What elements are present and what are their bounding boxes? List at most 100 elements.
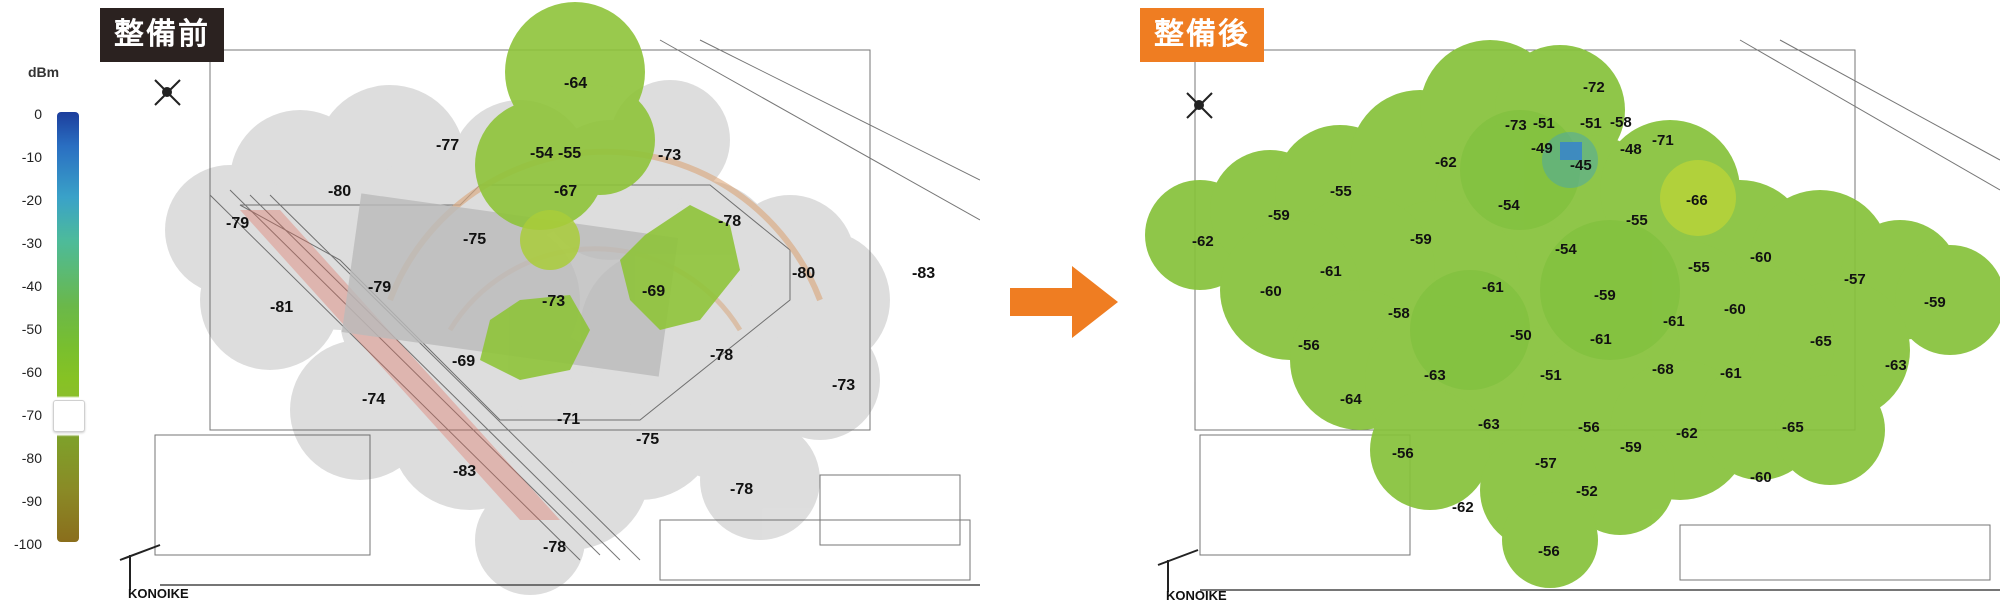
- signal-value: -60: [1750, 249, 1772, 266]
- signal-value: -77: [436, 137, 459, 154]
- signal-value: -58: [1388, 305, 1410, 322]
- signal-value: -69: [452, 353, 475, 370]
- signal-value: -65: [1782, 419, 1804, 436]
- signal-value: -61: [1482, 279, 1504, 296]
- signal-value: -75: [463, 231, 486, 248]
- signal-value: -78: [710, 347, 733, 364]
- legend-tick: -30: [21, 235, 42, 251]
- signal-value: -79: [226, 215, 249, 232]
- legend-threshold-handle[interactable]: [53, 400, 85, 432]
- signal-value: -83: [912, 265, 935, 282]
- strong-coverage-area: [475, 2, 740, 380]
- signal-value: -51: [1533, 115, 1555, 132]
- signal-value: -62: [1676, 425, 1698, 442]
- signal-value: -61: [1663, 313, 1685, 330]
- legend-tick: -70: [21, 407, 42, 423]
- signal-value: -56: [1392, 445, 1414, 462]
- signal-value: -55: [1330, 183, 1352, 200]
- signal-value: -78: [543, 539, 566, 556]
- signal-value: -73: [832, 377, 855, 394]
- signal-value: -52: [1576, 483, 1598, 500]
- access-point-hotspot: [1542, 132, 1598, 188]
- legend-color-bar: [57, 112, 79, 542]
- signal-value: -54: [1555, 241, 1577, 258]
- signal-value: -78: [730, 481, 753, 498]
- after-panel: KONOIKE -72 -73 -51 -51 -58 -71 -49 -48 …: [1140, 0, 2000, 609]
- signal-value: -45: [1570, 157, 1592, 174]
- signal-value: -75: [636, 431, 659, 448]
- legend-tick: -60: [21, 364, 42, 380]
- before-heatmap: KONOIKE -64 -77 -54 -55 -73 -80 -67 -79 …: [119, 2, 980, 601]
- legend-tick: -10: [21, 149, 42, 165]
- legend-tick: -90: [21, 493, 42, 509]
- arrow-right-icon: [1010, 266, 1118, 338]
- signal-value: -60: [1724, 301, 1746, 318]
- signal-value: -56: [1298, 337, 1320, 354]
- signal-value: -56: [1538, 543, 1560, 560]
- signal-value: -62: [1435, 154, 1457, 171]
- signal-value: -57: [1844, 271, 1866, 288]
- signal-value: -83: [453, 463, 476, 480]
- building-grid: [341, 193, 679, 377]
- signal-value: -62: [1452, 499, 1474, 516]
- signal-value: -78: [718, 213, 741, 230]
- signal-value: -50: [1510, 327, 1532, 344]
- signal-value: -65: [1810, 333, 1832, 350]
- signal-value: -64: [1340, 391, 1362, 408]
- signal-value: -63: [1478, 416, 1500, 433]
- signal-value: -57: [1535, 455, 1557, 472]
- before-tag-label: 整備前: [114, 18, 210, 51]
- before-panel: KONOIKE -64 -77 -54 -55 -73 -80 -67 -79 …: [100, 0, 980, 609]
- compass-icon: [154, 79, 181, 106]
- signal-value: -60: [1260, 283, 1282, 300]
- after-tag: 整備後: [1140, 8, 1264, 62]
- legend-tick: -40: [21, 278, 42, 294]
- before-tag: 整備前: [100, 8, 224, 62]
- signal-value: -48: [1620, 141, 1642, 158]
- signal-value: -71: [1652, 132, 1674, 149]
- legend-tick: 0: [34, 106, 42, 122]
- signal-value: -71: [557, 411, 580, 428]
- signal-value: -64: [564, 75, 587, 92]
- signal-value: -68: [1652, 361, 1674, 378]
- after-heatmap: KONOIKE -72 -73 -51 -51 -58 -71 -49 -48 …: [1145, 39, 2000, 603]
- signal-value: -73: [1505, 117, 1527, 134]
- signal-value: -59: [1410, 231, 1432, 248]
- coverage-spot: [1660, 160, 1736, 236]
- brand-logo: KONOIKE: [128, 586, 189, 601]
- signal-value: -74: [362, 391, 385, 408]
- signal-value: -69: [642, 283, 665, 300]
- after-tag-label: 整備後: [1154, 18, 1250, 51]
- signal-value: -59: [1594, 287, 1616, 304]
- signal-value: -80: [328, 183, 351, 200]
- restricted-area: [240, 210, 560, 520]
- signal-value: -55: [558, 145, 581, 162]
- signal-value: -79: [368, 279, 391, 296]
- crane-logo-icon: [119, 544, 161, 590]
- signal-value: -61: [1590, 331, 1612, 348]
- signal-value: -54: [530, 145, 553, 162]
- signal-value: -58: [1610, 114, 1632, 131]
- signal-value: -73: [542, 293, 565, 310]
- signal-value: -59: [1620, 439, 1642, 456]
- signal-value: -72: [1583, 79, 1605, 96]
- signal-value: -67: [554, 183, 577, 200]
- signal-value: -60: [1750, 469, 1772, 486]
- signal-value: -49: [1531, 140, 1553, 157]
- signal-value: -61: [1720, 365, 1742, 382]
- legend-tick: -80: [21, 450, 42, 466]
- legend-tick: -50: [21, 321, 42, 337]
- signal-value: -81: [270, 299, 293, 316]
- signal-value: -61: [1320, 263, 1342, 280]
- crane-logo-icon: [1157, 549, 1199, 592]
- signal-value: -56: [1578, 419, 1600, 436]
- legend-tick: -100: [13, 536, 42, 552]
- legend-tick: -20: [21, 192, 42, 208]
- after-value-labels: -72 -73 -51 -51 -58 -71 -49 -48 -45 -62 …: [1192, 79, 1946, 560]
- signal-value: -63: [1885, 357, 1907, 374]
- signal-value: -66: [1686, 192, 1708, 209]
- signal-value: -55: [1688, 259, 1710, 276]
- brand-logo: KONOIKE: [1166, 588, 1227, 603]
- signal-value: -63: [1424, 367, 1446, 384]
- compass-icon: [1186, 92, 1213, 119]
